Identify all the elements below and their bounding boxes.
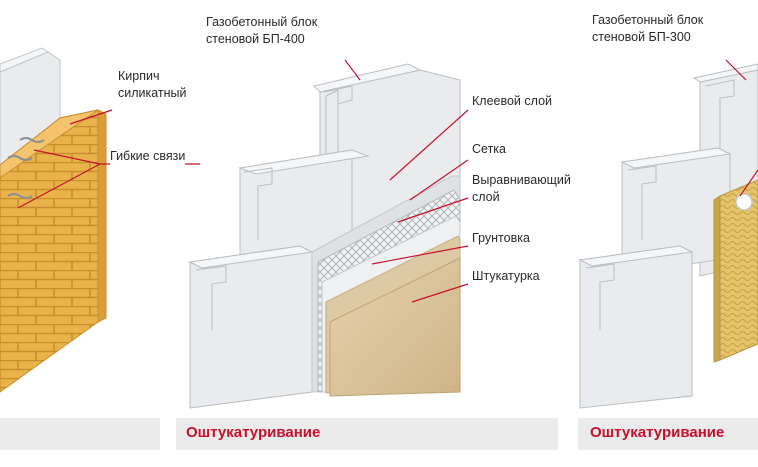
label-brick: Кирпич силикатный (118, 68, 187, 102)
label-block-bp400-line-1: Газобетонный блок (206, 15, 318, 29)
label-glue-layer: Клеевой слой (472, 93, 553, 110)
label-plaster: Штукатурка (472, 268, 540, 285)
caption-bar-2 (176, 418, 558, 450)
label-block-bp400: Газобетонный блок стеновой БП-400 (206, 14, 318, 48)
label-leveling-line-1: Выравнивающий (472, 173, 571, 187)
label-block-bp300-line-2: стеновой БП-300 (592, 30, 691, 44)
label-brick-line-2: силикатный (118, 86, 187, 100)
leader-lines-2 (344, 59, 469, 303)
brick-wall-side (97, 109, 107, 323)
caption-bar-3 (578, 418, 758, 450)
label-primer: Грунтовка (472, 230, 530, 247)
lower-block-top-3 (578, 245, 694, 267)
brick-wall-top (0, 109, 99, 179)
caption-panel-3: Оштукатуривание (590, 424, 725, 441)
caption-panel-2: Оштукатуривание (186, 424, 321, 441)
label-brick-line-1: Кирпич (118, 69, 160, 83)
label-block-bp300: Газобетонный блок стеновой БП-300 (592, 12, 704, 46)
block-behind-top (0, 47, 50, 73)
insulation-side (713, 195, 721, 363)
upper-block-top-3 (692, 63, 758, 83)
panel-plastering (176, 59, 558, 450)
anchor-dowel (735, 193, 753, 211)
middle-block-top-3 (620, 147, 732, 169)
leader-lines-3 (725, 59, 758, 197)
label-leveling-layer: Выравнивающий слой (472, 172, 571, 206)
plaster-layer (329, 257, 461, 397)
upper-block-top (313, 63, 422, 93)
lower-block-face (189, 245, 313, 409)
panel-brick-facing (0, 47, 200, 450)
label-mesh: Сетка (472, 141, 506, 158)
panel-insulated-plastering (578, 59, 758, 450)
caption-bar-1 (0, 418, 160, 450)
label-block-bp400-line-2: стеновой БП-400 (206, 32, 305, 46)
label-block-bp300-line-1: Газобетонный блок (592, 13, 704, 27)
lower-block-face-3 (579, 245, 693, 409)
flexible-ties (7, 137, 45, 199)
label-leveling-line-2: слой (472, 190, 500, 204)
label-flexible-ties: Гибкие связи (110, 148, 186, 165)
